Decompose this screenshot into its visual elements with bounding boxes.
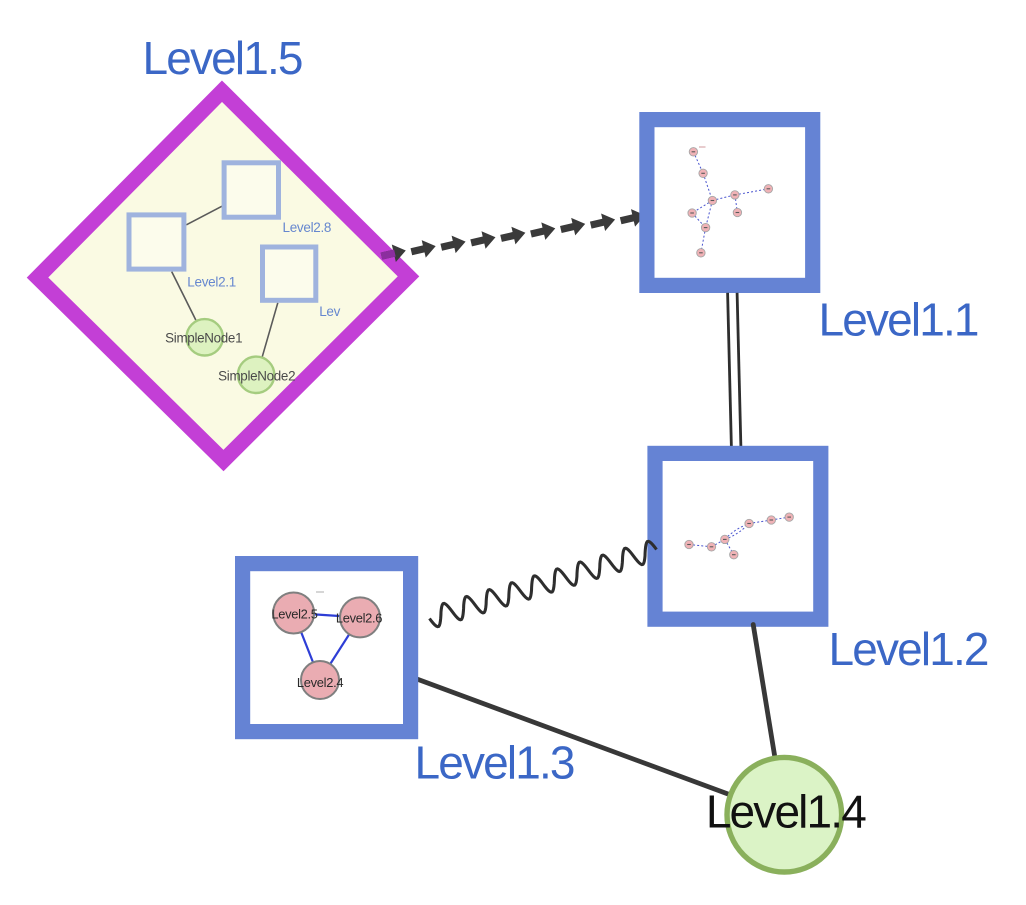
- svg-text:Level2.6: Level2.6: [336, 611, 382, 626]
- svg-text:Level1.4: Level1.4: [706, 786, 866, 838]
- svg-text:SimpleNode1: SimpleNode1: [165, 331, 242, 346]
- svg-text:Level1.1: Level1.1: [819, 294, 978, 346]
- svg-text:Level2.5: Level2.5: [271, 606, 317, 621]
- svg-text:Lev: Lev: [319, 304, 340, 319]
- svg-text:SimpleNode2: SimpleNode2: [218, 368, 295, 383]
- svg-text:Level1.5: Level1.5: [143, 32, 302, 84]
- svg-text:Level1.2: Level1.2: [829, 623, 988, 675]
- svg-text:Level2.4: Level2.4: [297, 675, 343, 690]
- svg-text:Level1.3: Level1.3: [415, 737, 574, 789]
- svg-text:Level2.8: Level2.8: [283, 220, 332, 235]
- svg-text:Level2.1: Level2.1: [187, 275, 236, 290]
